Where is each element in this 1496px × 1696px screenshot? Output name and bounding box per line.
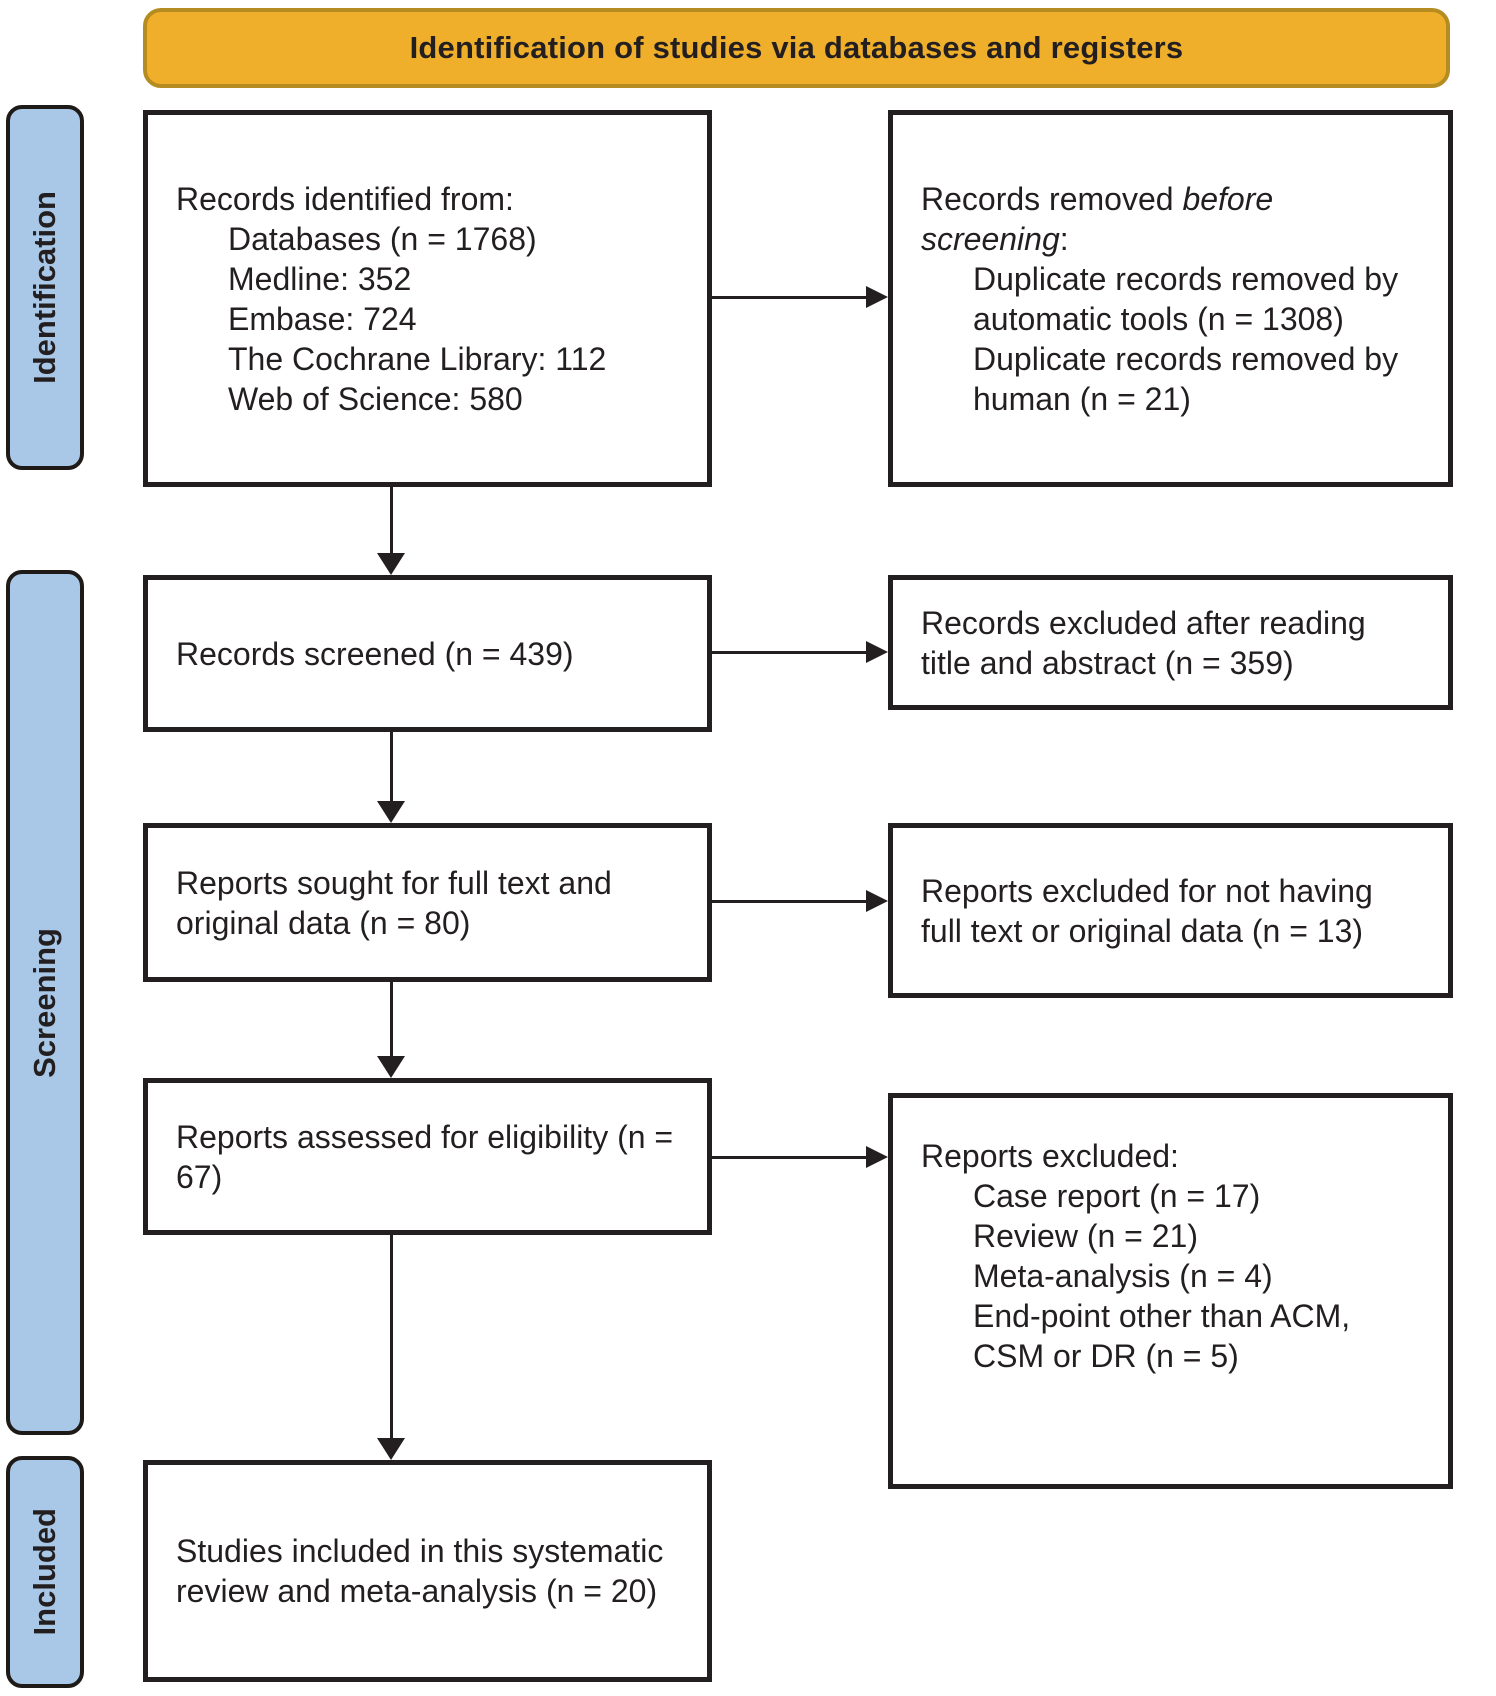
box-reports-sought: Reports sought for full text and origina…	[143, 823, 712, 982]
box-studies-included-text: Studies included in this systematic revi…	[176, 1533, 664, 1609]
box-reports-excluded-item: Review (n = 21)	[973, 1218, 1198, 1254]
arrow-down-line-3	[390, 982, 393, 1056]
banner-title: Identification of studies via databases …	[409, 30, 1184, 65]
box-records-identified-item: The Cochrane Library: 112	[228, 340, 607, 377]
arrow-right-head-icon	[866, 890, 888, 912]
box-records-identified: Records identified from: Databases (n = …	[143, 110, 712, 487]
box-records-identified-title: Records identified from:	[176, 180, 514, 217]
stage-identification-label: Identification	[27, 191, 62, 384]
stage-identification: Identification	[6, 105, 84, 470]
box-reports-excluded-item: End-point other than ACM, CSM or DR (n =…	[973, 1298, 1351, 1374]
box-reports-excluded-title: Reports excluded:	[921, 1138, 1179, 1174]
arrow-right-head-icon	[866, 286, 888, 308]
box-records-identified-item: Web of Science: 580	[228, 380, 523, 417]
arrow-down-head-icon	[377, 1438, 405, 1460]
box-records-excluded-title-abstract-text: Records excluded after reading title and…	[921, 604, 1366, 681]
box-records-identified-item: Embase: 724	[228, 300, 417, 337]
box-records-screened-text: Records screened (n = 439)	[176, 635, 574, 672]
box-records-removed: Records removed before screening: Duplic…	[888, 110, 1453, 487]
box-reports-excluded: Reports excluded: Case report (n = 17) R…	[888, 1093, 1453, 1489]
italic-before-screening: before screening	[921, 180, 1274, 257]
box-studies-included: Studies included in this systematic revi…	[143, 1460, 712, 1682]
arrow-down-head-icon	[377, 1056, 405, 1078]
arrow-right-head-icon	[866, 641, 888, 663]
box-reports-assessed-text: Reports assessed for eligibility (n = 67…	[176, 1118, 674, 1195]
box-records-excluded-title-abstract: Records excluded after reading title and…	[888, 575, 1453, 710]
box-records-removed-item: Duplicate records removed by human (n = …	[973, 340, 1399, 417]
box-reports-excluded-item: Case report (n = 17)	[973, 1178, 1261, 1214]
arrow-right-line-2	[712, 651, 866, 654]
stage-screening-label: Screening	[27, 927, 62, 1078]
box-records-identified-item: Databases (n = 1768)	[228, 220, 537, 257]
box-records-removed-title: Records removed before screening:	[921, 180, 1274, 257]
box-reports-excluded-item: Meta-analysis (n = 4)	[973, 1258, 1273, 1294]
box-reports-assessed: Reports assessed for eligibility (n = 67…	[143, 1078, 712, 1235]
arrow-down-line-1	[390, 487, 393, 555]
box-reports-excluded-no-fulltext: Reports excluded for not having full tex…	[888, 823, 1453, 998]
arrow-right-line-3	[712, 900, 866, 903]
arrow-right-line-1	[712, 296, 866, 299]
box-reports-sought-text: Reports sought for full text and origina…	[176, 864, 612, 941]
arrow-down-head-icon	[377, 553, 405, 575]
stage-screening: Screening	[6, 570, 84, 1435]
stage-included: Included	[6, 1456, 84, 1688]
arrow-right-line-4	[712, 1156, 866, 1159]
arrow-down-line-2	[390, 732, 393, 801]
arrow-right-head-icon	[866, 1146, 888, 1168]
box-records-identified-item: Medline: 352	[228, 260, 412, 297]
arrow-down-head-icon	[377, 801, 405, 823]
stage-included-label: Included	[27, 1508, 62, 1636]
box-reports-excluded-no-fulltext-text: Reports excluded for not having full tex…	[921, 872, 1373, 949]
banner: Identification of studies via databases …	[143, 8, 1450, 88]
arrow-down-line-4	[390, 1235, 393, 1438]
box-records-removed-item: Duplicate records removed by automatic t…	[973, 260, 1399, 337]
box-records-screened: Records screened (n = 439)	[143, 575, 712, 732]
